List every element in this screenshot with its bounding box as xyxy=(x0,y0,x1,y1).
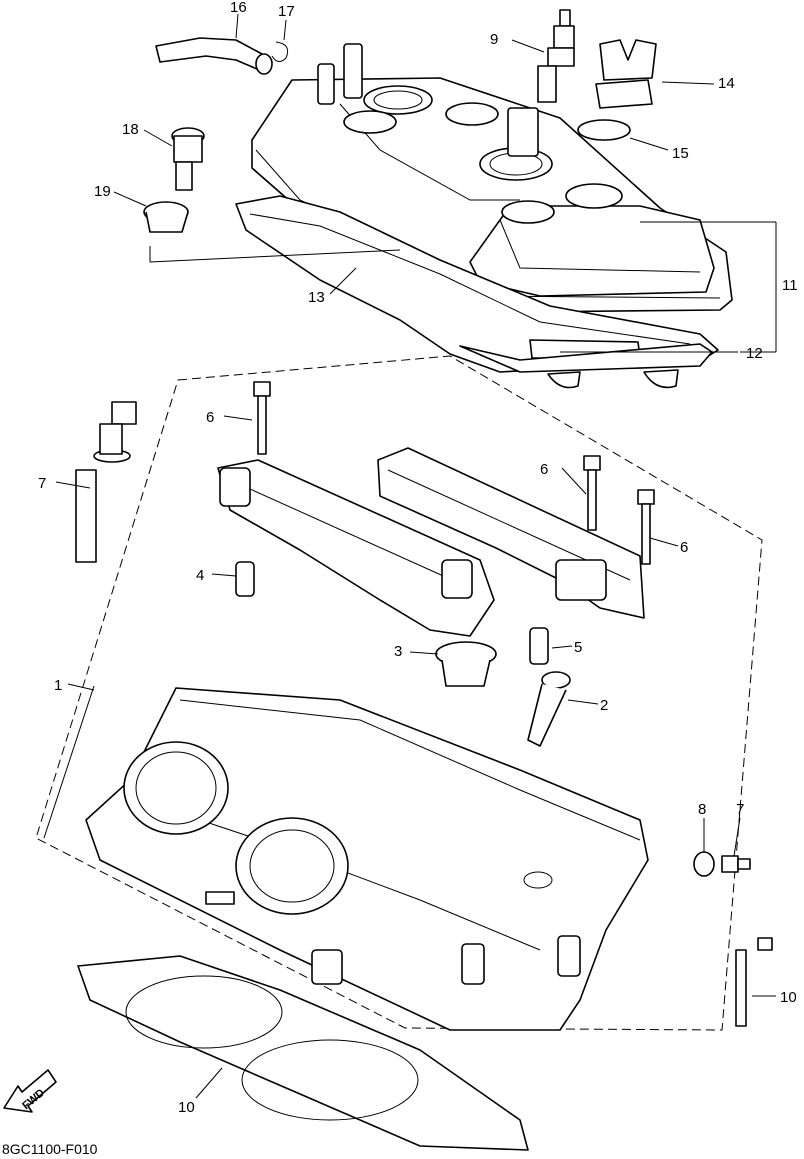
cap-bolt-left xyxy=(253,381,271,455)
diagram-code: 8GC1100-F010 xyxy=(2,1141,98,1157)
assembly-boundary-dashed xyxy=(35,355,763,1031)
o-ring xyxy=(577,119,631,141)
stud-bolt xyxy=(75,401,137,563)
cover-bolt xyxy=(171,127,205,191)
callout-1: 1 xyxy=(54,677,62,694)
cap-bolt-mid xyxy=(583,455,601,531)
breather-hose xyxy=(155,37,273,73)
valve-guide xyxy=(527,671,571,747)
head-gasket xyxy=(77,955,529,1151)
label-7: 7 xyxy=(736,801,744,818)
clip xyxy=(271,41,289,62)
callout-9-label: 7 xyxy=(38,475,46,492)
callout-11: 9 xyxy=(490,31,498,48)
callout-18: 16 xyxy=(230,0,247,16)
fwd-direction-arrow: FWD xyxy=(3,1069,57,1113)
callout-13: 11 xyxy=(782,277,798,294)
callout-6-mid: 6 xyxy=(540,461,548,478)
callout-2: 2 xyxy=(600,697,608,714)
label-10: 10 xyxy=(780,989,797,1006)
callout-20: 18 xyxy=(122,121,139,138)
spark-plug xyxy=(537,9,575,103)
head-bolt xyxy=(735,937,773,1027)
callout-21: 19 xyxy=(94,183,111,200)
callout-6-right: 6 xyxy=(680,539,688,556)
oil-filler-cap xyxy=(595,39,657,109)
callout-3: 3 xyxy=(394,643,402,660)
callout-15: 13 xyxy=(308,289,325,306)
cap-bolt-right xyxy=(637,489,655,565)
callout-5: 5 xyxy=(574,639,582,656)
washer xyxy=(693,851,715,877)
camshaft-cap-right xyxy=(377,447,645,619)
callout-labels: 16 17 9 14 15 18 19 11 12 13 6 6 6 7 4 3… xyxy=(38,0,798,1116)
callout-12: 10 xyxy=(178,1099,195,1116)
callout-4: 4 xyxy=(196,567,204,584)
leader-lines xyxy=(43,13,777,1099)
label-8: 8 xyxy=(698,801,706,818)
dowel-pin-5 xyxy=(529,627,549,665)
callout-16: 14 xyxy=(718,75,735,92)
callout-19: 17 xyxy=(278,3,295,20)
dowel-pin-4 xyxy=(235,561,255,597)
grommet xyxy=(143,201,189,233)
callout-17: 15 xyxy=(672,145,689,162)
camshaft-cap-left xyxy=(217,459,495,637)
callout-6-left: 6 xyxy=(206,409,214,426)
plug xyxy=(721,855,751,873)
callout-14: 12 xyxy=(746,345,763,362)
cylinder-head xyxy=(85,687,649,1031)
cylinder-head-cover xyxy=(251,43,733,313)
cap-plug xyxy=(435,641,497,687)
